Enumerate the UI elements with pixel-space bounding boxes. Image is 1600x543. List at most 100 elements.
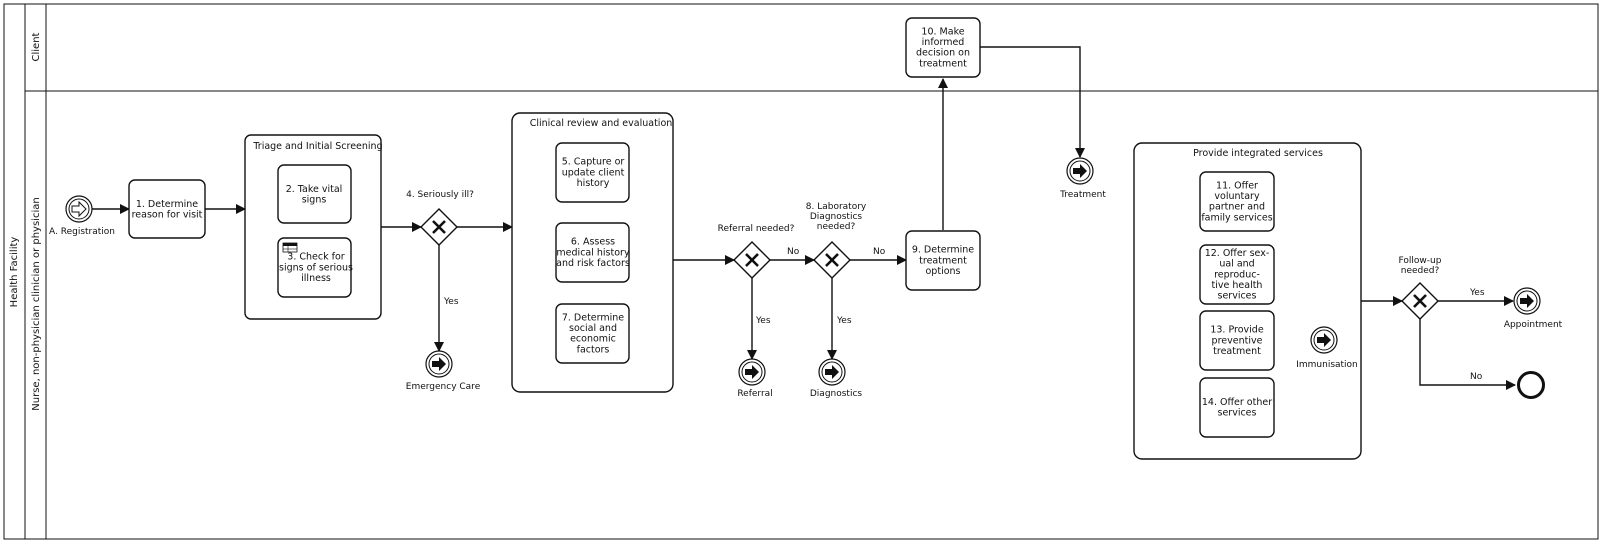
event-label: Referral [737, 389, 772, 399]
label-line: informed [922, 37, 965, 48]
flow-label-yes-appointment: Yes [1469, 288, 1485, 298]
label-line: economic [570, 334, 616, 345]
label-line: treatment [1213, 346, 1261, 357]
label-line: 5. Capture or [562, 157, 625, 168]
intermediate-event-referral[interactable]: Referral [737, 358, 773, 399]
table-icon [282, 242, 298, 253]
label-line: reproduc- [1214, 269, 1260, 280]
start-event-registration[interactable]: A. Registration [49, 195, 115, 237]
flow-label-no-diagnostics: No [873, 247, 886, 257]
gateway-label: 4. Seriously ill? [406, 190, 474, 200]
label-line: medical history [556, 247, 630, 258]
label-line: social and [569, 323, 617, 334]
label-line: preventive [1212, 335, 1263, 346]
pool-label: Health Facility [9, 237, 20, 308]
label-line: history [577, 178, 610, 189]
label-line: services [1218, 408, 1257, 419]
label-line: 9. Determine [912, 245, 974, 256]
event-label: Emergency Care [406, 382, 481, 392]
label-line: 14. Offer other [1202, 397, 1272, 408]
intermediate-event-appointment[interactable]: Appointment [1504, 287, 1563, 330]
gateway-label: Referral needed? [718, 224, 795, 234]
gateway-seriously-ill[interactable]: 4. Seriously ill? [406, 190, 474, 246]
label-line: tive health [1212, 280, 1263, 291]
intermediate-event-emergency-care[interactable]: Emergency Care [406, 350, 481, 392]
label-line: Follow-up [1399, 256, 1442, 266]
label-line: factors [577, 344, 610, 355]
arrow-right-icon [1520, 294, 1534, 308]
event-label: A. Registration [49, 227, 115, 237]
flow-label-no-referral: No [787, 247, 800, 257]
arrow-right-icon [825, 365, 839, 379]
intermediate-event-treatment[interactable]: Treatment [1059, 157, 1106, 200]
end-event[interactable] [1517, 371, 1545, 399]
pool: Health Facility Client Nurse, non-physic… [3, 3, 1599, 540]
label-line: 2. Take vital [286, 184, 343, 195]
label-line: 1. Determine [136, 199, 198, 210]
label-line: 8. Laboratory [806, 202, 867, 212]
arrow-right-icon [1317, 333, 1331, 347]
label-line: and risk factors [556, 258, 630, 269]
label-line: signs of serious [279, 262, 353, 273]
label-line: options [926, 266, 961, 277]
label-line: ual and [1219, 259, 1254, 270]
gateway-referral[interactable]: Referral needed? [718, 224, 795, 279]
sequence-flows [92, 46, 1516, 390]
event-label: Immunisation [1296, 360, 1358, 370]
label-line: decision on [916, 48, 970, 59]
flow-label-yes-referral: Yes [755, 316, 771, 326]
arrow-right-icon [432, 357, 446, 371]
label-line: treatment [919, 255, 967, 266]
subprocess-title: Clinical review and evaluation [530, 118, 673, 129]
label-line: family services [1201, 212, 1272, 223]
flow-label-yes-emergency: Yes [443, 297, 459, 307]
label-line: needed? [1401, 266, 1440, 276]
label-line: needed? [817, 222, 856, 232]
lane-label-staff: Nurse, non-physician clinician or physic… [31, 197, 42, 410]
event-label: Appointment [1504, 320, 1563, 330]
label-line: partner and [1209, 202, 1265, 213]
flow-label-yes-diagnostics: Yes [836, 316, 852, 326]
label-line: 12. Offer sex- [1205, 248, 1270, 259]
arrow-right-icon [745, 365, 759, 379]
lane-label-client: Client [31, 32, 42, 61]
event-label: Treatment [1059, 190, 1106, 200]
label-line: signs [302, 195, 327, 206]
label-line: illness [301, 273, 331, 284]
flow-labels: Yes No Yes No Yes Yes No [443, 247, 1485, 382]
subprocess-title: Triage and Initial Screening [252, 141, 382, 152]
label-line: 11. Offer [1216, 180, 1258, 191]
flow-label-no-end: No [1470, 372, 1483, 382]
label-line: 7. Determine [562, 312, 624, 323]
label-line: voluntary [1214, 191, 1260, 202]
intermediate-event-immunisation[interactable]: Immunisation [1296, 326, 1358, 370]
intermediate-event-diagnostics[interactable]: Diagnostics [810, 358, 863, 399]
label-line: 13. Provide [1210, 325, 1263, 336]
label-line: Diagnostics [810, 212, 863, 222]
